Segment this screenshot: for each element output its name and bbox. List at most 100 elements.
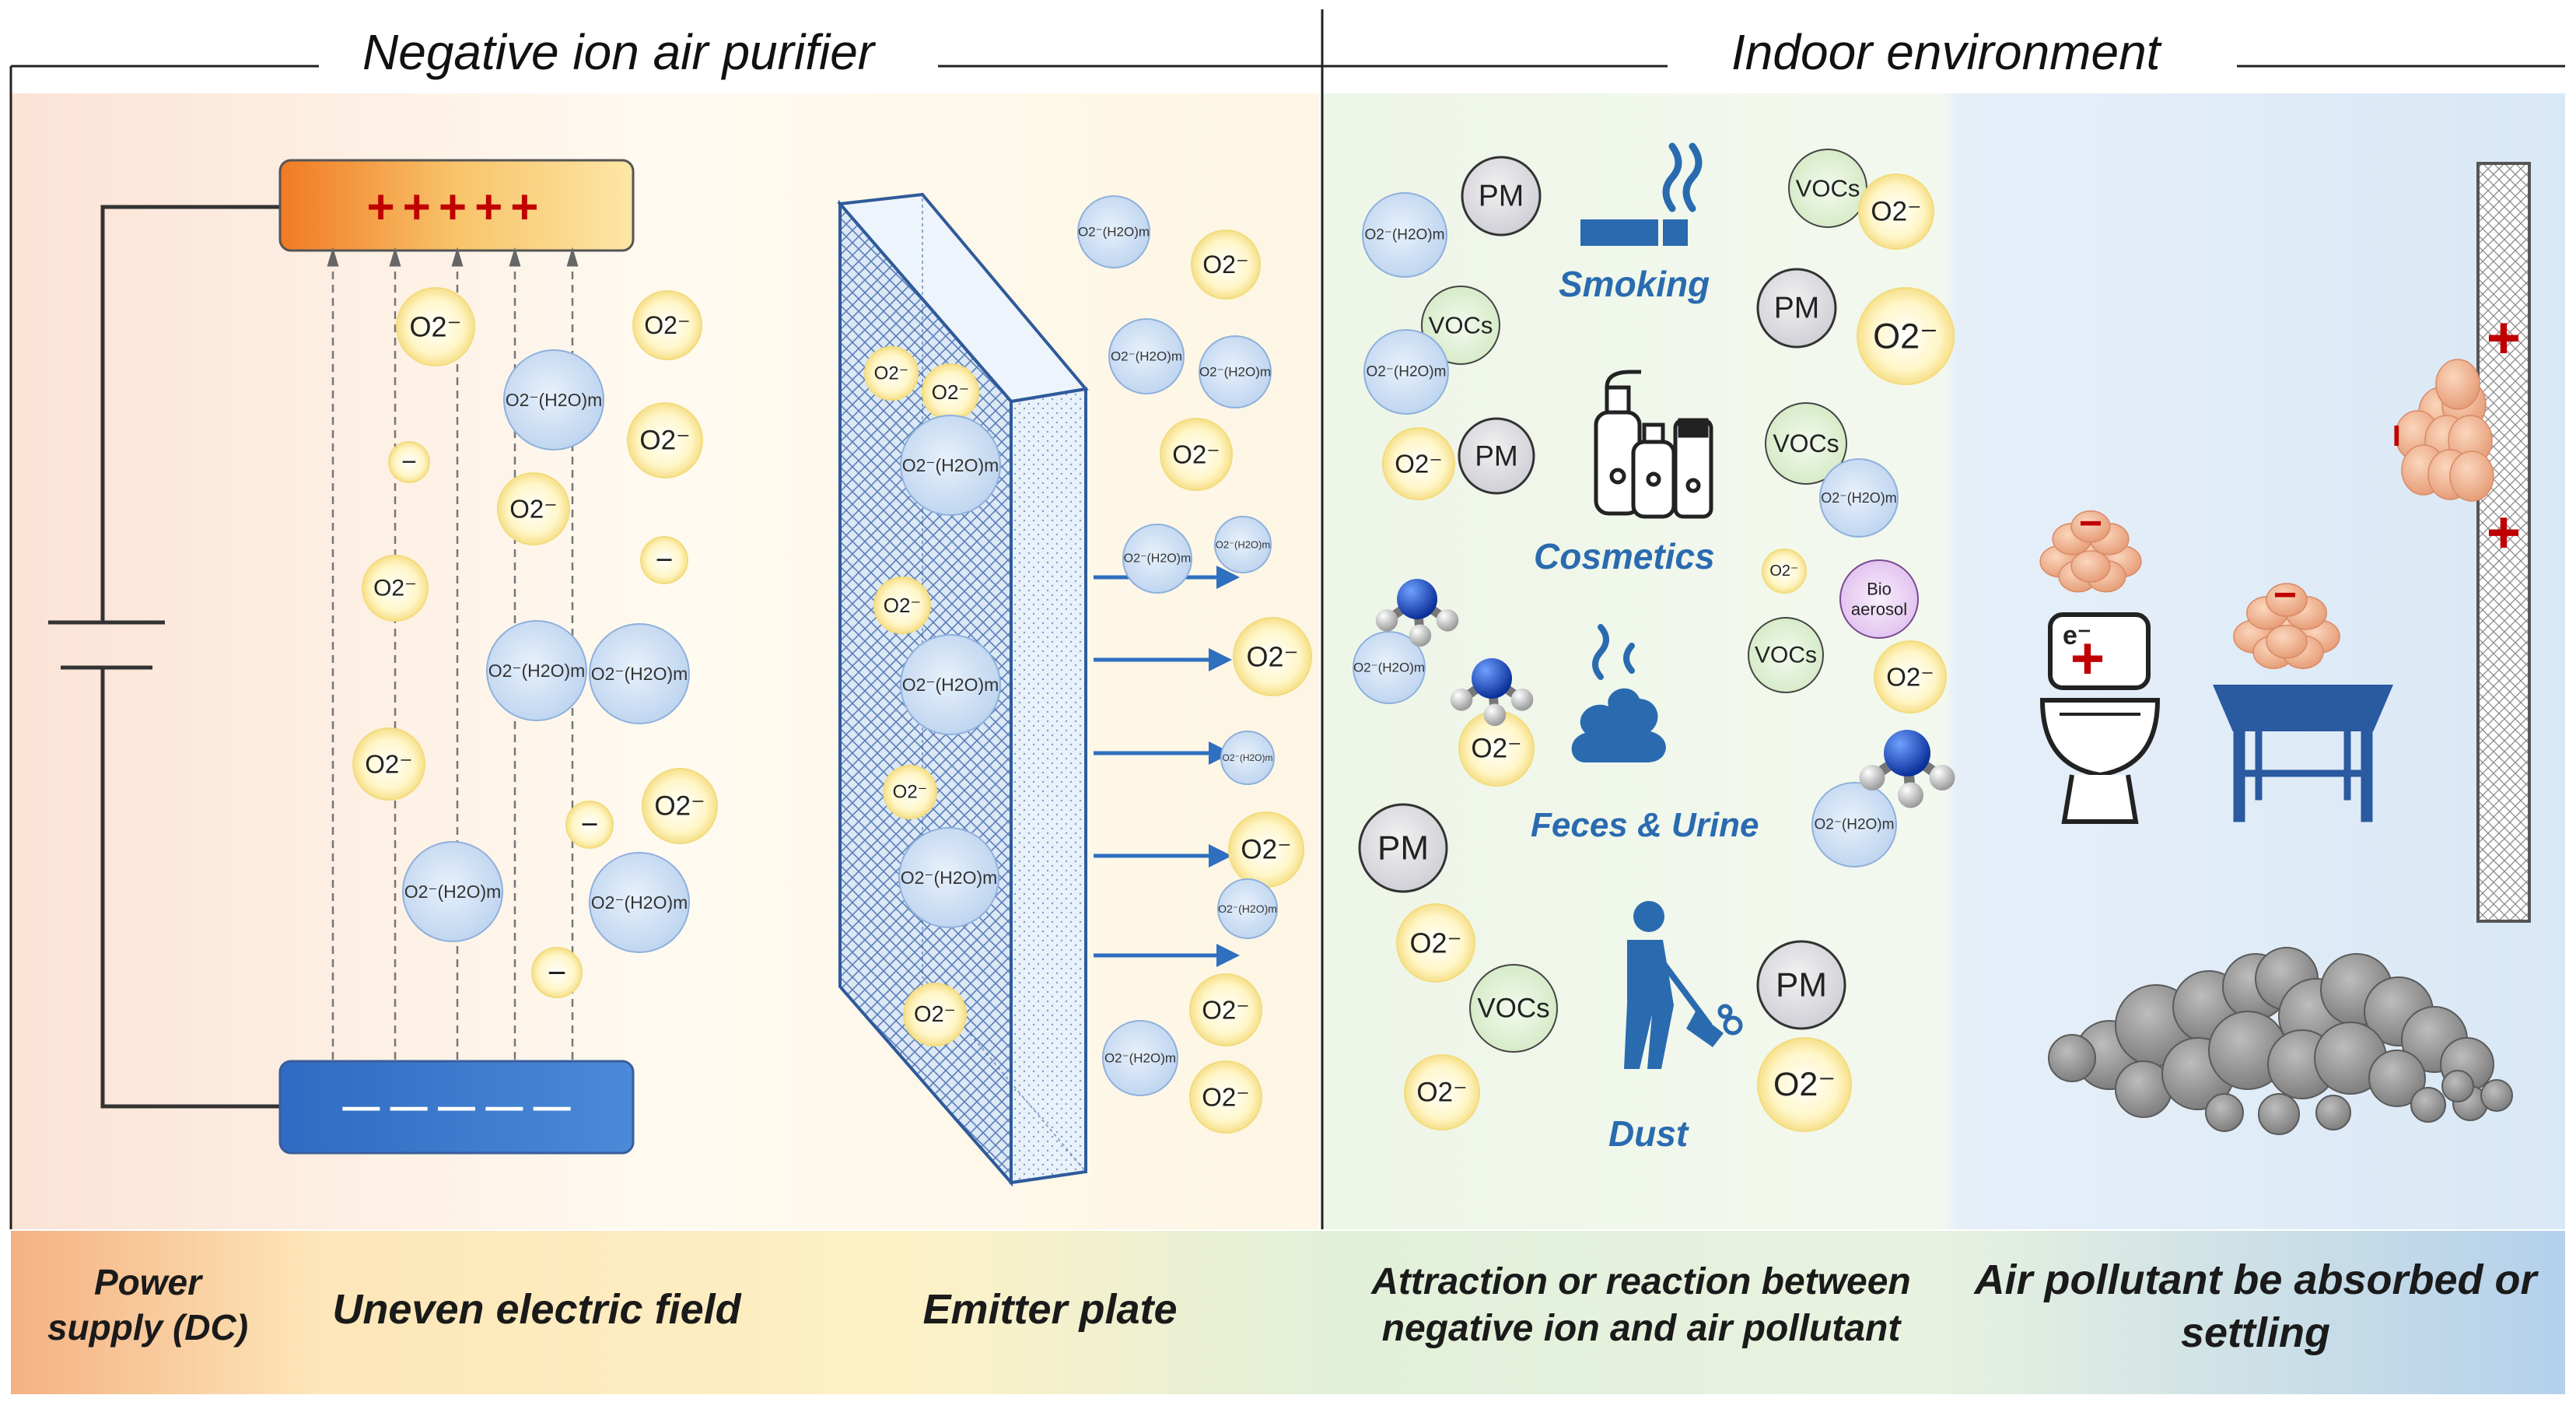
pm-label: PM — [1475, 440, 1518, 472]
hydrated-ion: O2⁻(H2O)m — [1363, 329, 1449, 415]
caption-attraction-line1: Attraction or reaction between — [1371, 1261, 1911, 1302]
vocs-particle: VOCs — [1788, 149, 1867, 228]
superoxide-label: O2⁻ — [1202, 996, 1249, 1025]
cigarette-icon — [1580, 142, 1703, 246]
pm-particle: PM — [1756, 268, 1837, 349]
superoxide-ion: O2⁻ — [1396, 903, 1475, 983]
superoxide-ion: O2⁻ — [864, 346, 919, 401]
hydrated-label: O2⁻(H2O)m — [902, 675, 999, 695]
pm-label: PM — [1479, 180, 1524, 213]
pm-label: PM — [1774, 292, 1820, 325]
hydrated-label: O2⁻(H2O)m — [488, 661, 586, 681]
caption-field: Uneven electric field — [332, 1286, 741, 1333]
hydrated-ion: O2⁻(H2O)m — [402, 841, 503, 942]
hydrated-ion: O2⁻(H2O)m — [898, 827, 999, 928]
minus-label: − — [656, 544, 674, 577]
superoxide-label: O2⁻ — [1871, 197, 1921, 227]
caption-power: Power supply (DC) — [31, 1260, 264, 1350]
superoxide-ion: O2⁻ — [1191, 230, 1261, 300]
minus-label: − — [581, 808, 599, 842]
superoxide-label: O2⁻ — [644, 311, 691, 339]
hydrated-ion: O2⁻(H2O)m — [1122, 524, 1192, 594]
hydrated-ion: O2⁻(H2O)m — [1217, 878, 1278, 939]
vocs-particle: VOCs — [1469, 964, 1558, 1053]
wall-plus-upper: + — [2487, 305, 2521, 371]
superoxide-label: O2⁻ — [409, 311, 461, 343]
hydrated-ion: O2⁻(H2O)m — [503, 349, 604, 450]
hydrated-ion: O2⁻(H2O)m — [1214, 516, 1272, 573]
ammonia-molecule — [1859, 730, 1955, 808]
hydrated-ion: O2⁻(H2O)m — [589, 623, 690, 724]
vocs-label: VOCs — [1796, 175, 1860, 202]
positive-electrode: +++++ — [278, 159, 635, 252]
caption-power-line1: Power — [93, 1262, 202, 1302]
vocs-label: VOCs — [1477, 994, 1549, 1024]
hydrated-label: O2⁻(H2O)m — [1218, 903, 1277, 915]
pollutant-clump — [2233, 583, 2340, 669]
hydrated-label: O2⁻(H2O)m — [1104, 1051, 1176, 1066]
hydrated-label: O2⁻(H2O)m — [901, 867, 998, 888]
hydrated-ion: O2⁻(H2O)m — [1353, 631, 1426, 704]
wall-plus-lower: + — [2487, 499, 2521, 566]
minus-label: − — [548, 955, 567, 991]
electron: − — [531, 947, 583, 998]
caption-absorbed: Air pollutant be absorbed or settling — [1960, 1254, 2551, 1359]
hydrated-ion: O2⁻(H2O)m — [1362, 192, 1447, 278]
superoxide-ion: O2⁻ — [396, 287, 475, 366]
superoxide-label: O2⁻ — [639, 426, 690, 456]
hydrated-label: O2⁻(H2O)m — [1815, 817, 1895, 833]
superoxide-label: O2⁻ — [884, 594, 921, 617]
vocs-particle: VOCs — [1421, 286, 1500, 365]
electron: − — [565, 801, 614, 849]
hydrated-label: O2⁻(H2O)m — [1365, 227, 1445, 244]
superoxide-ion: O2⁻ — [627, 402, 703, 478]
electron: − — [388, 441, 430, 483]
hydrated-label: O2⁻(H2O)m — [1078, 225, 1150, 240]
hydrated-ion: O2⁻(H2O)m — [900, 415, 1001, 516]
superoxide-label: O2⁻ — [874, 363, 909, 384]
superoxide-ion: O2⁻ — [642, 768, 718, 844]
caption-attraction-line2: negative ion and air pollutant — [1381, 1308, 1901, 1349]
positive-charges: + + + — [2070, 305, 2521, 692]
hydrated-label: O2⁻(H2O)m — [506, 390, 603, 410]
superoxide-ion: O2⁻ — [873, 577, 931, 634]
cleaning-person-icon — [1624, 901, 1743, 1069]
ammonia-molecules — [1375, 579, 1955, 808]
superoxide-ion: O2⁻ — [1857, 287, 1955, 385]
superoxide-ion: O2⁻ — [497, 472, 570, 545]
clump-charge: − — [2374, 424, 2419, 447]
superoxide-label: O2⁻ — [1172, 440, 1220, 469]
superoxide-ion: O2⁻ — [903, 983, 967, 1046]
table-icon — [2212, 685, 2394, 822]
superoxide-label: O2⁻ — [1202, 251, 1249, 279]
ammonia-molecule — [1375, 579, 1459, 647]
negative-electrode: — — — — — — [278, 1060, 635, 1155]
hydrated-ion: O2⁻(H2O)m — [1077, 195, 1150, 268]
feces-icon — [1571, 624, 1666, 762]
superoxide-ion: O2⁻ — [1757, 1037, 1852, 1132]
hydrated-label: O2⁻(H2O)m — [1216, 539, 1270, 551]
superoxide-ion: O2⁻ — [1228, 811, 1304, 888]
hydrated-label: O2⁻(H2O)m — [591, 892, 688, 913]
hydrated-label: O2⁻(H2O)m — [1222, 752, 1272, 763]
header-rules — [9, 9, 2565, 1229]
label-cosmetics: Cosmetics — [1534, 536, 1715, 577]
power-supply-circuit — [48, 205, 280, 1109]
caption-emitter: Emitter plate — [922, 1286, 1178, 1333]
negative-signs: — — — — — — [342, 1086, 570, 1127]
pollutant-clump — [2039, 510, 2142, 593]
superoxide-label: O2⁻ — [914, 1002, 956, 1027]
hydrated-label: O2⁻(H2O)m — [1199, 365, 1271, 380]
superoxide-ion: O2⁻ — [922, 363, 979, 421]
vocs-particle: VOCs — [1748, 617, 1824, 693]
wall-clump: − — [2374, 359, 2494, 502]
toilet-plus: + — [2070, 626, 2105, 692]
superoxide-ion: O2⁻ — [1858, 173, 1934, 250]
clump-charge: − — [2079, 501, 2102, 546]
superoxide-label: O2⁻ — [1773, 1066, 1836, 1103]
bio-label-line1: Bio — [1867, 580, 1892, 599]
superoxide-label: O2⁻ — [1395, 450, 1442, 478]
header-left: Negative ion air purifier — [362, 24, 875, 80]
